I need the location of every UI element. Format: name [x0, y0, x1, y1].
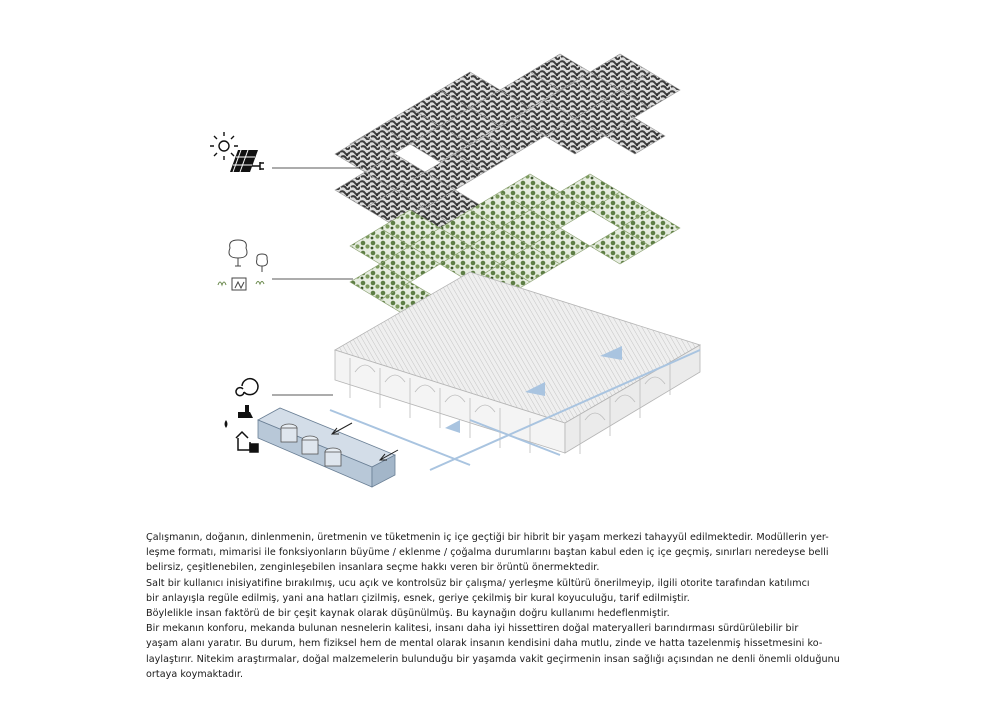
caption-line: laylaştırır. Nitekim araştırmalar, doğal… — [146, 653, 840, 665]
caption-line: Çalışmanın, doğanın, dinlenmenin, üretme… — [146, 532, 829, 543]
plug-icon — [252, 162, 264, 170]
recycle-spiral-icon — [235, 377, 259, 397]
rainwater-tank — [257, 407, 399, 488]
structure-layer — [329, 271, 701, 471]
caption-line: yaşam alanı yaratır. Bu durum, hem fizik… — [146, 638, 823, 650]
leader-lines — [272, 167, 363, 396]
caption-line: Bir mekanın konforu, mekanda bulunan nes… — [146, 623, 799, 635]
description-text: Çalışmanın, doğanın, dinlenmenin, üretme… — [146, 530, 840, 682]
trash-bin-icon — [235, 430, 259, 453]
caption-line: Böylelikle insan faktörü de bir çeşit ka… — [146, 608, 670, 620]
caption-line: ortaya koymaktadır. — [146, 668, 244, 680]
tree-icon — [217, 239, 268, 291]
exploded-axonometric-diagram — [210, 53, 701, 488]
caption-line: belirsiz, çeşitlenebilen, zenginleşebile… — [146, 562, 600, 574]
compost-water-icon — [224, 405, 253, 428]
solar-panel-icon — [230, 149, 258, 173]
caption-line: Salt bir kullanıcı inisiyatifine bırakıl… — [146, 577, 810, 589]
caption-line: bir anlayışla regüle edilmiş, yani ana h… — [146, 592, 690, 604]
caption-line: leşme formatı, mimarisi ile fonksiyonlar… — [146, 547, 829, 559]
sun-icon — [210, 132, 238, 160]
